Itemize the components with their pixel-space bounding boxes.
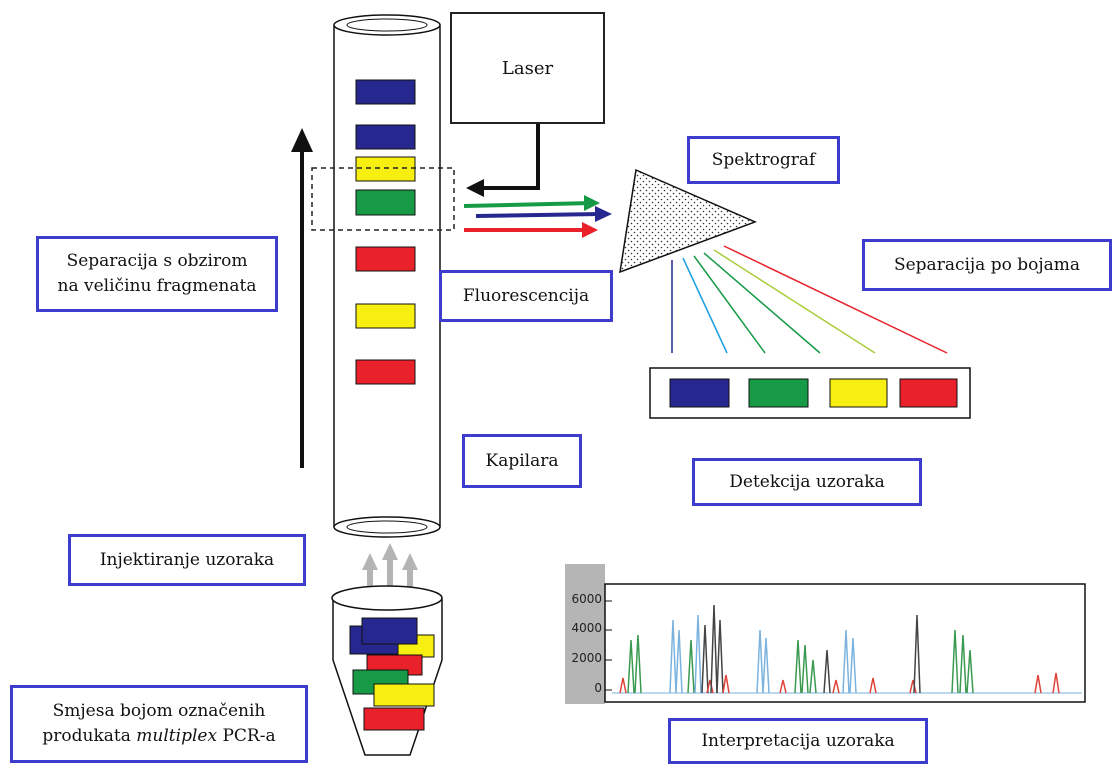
separation-arrow xyxy=(291,128,313,468)
detector-blue xyxy=(669,378,730,408)
detector-green xyxy=(748,378,809,408)
interpretacija-label: Interpretacija uzoraka xyxy=(668,718,928,764)
fluorescence-arrows xyxy=(463,195,612,238)
capillary-bands xyxy=(355,79,416,385)
injektiranje-label: Injektiranje uzoraka xyxy=(68,534,306,586)
fluorescencija-label: Fluorescencija xyxy=(439,270,613,322)
dispersion-lines xyxy=(671,245,948,354)
detector-box xyxy=(649,367,971,419)
capillary-tube xyxy=(333,14,441,538)
kapilara-label: Kapilara xyxy=(462,434,582,488)
detector-red xyxy=(899,378,958,408)
smjesa-line2: produkata multiplex PCR-a xyxy=(42,726,276,746)
separacija-po-bojama-label: Separacija po bojama xyxy=(862,239,1112,291)
spektrograf-label: Spektrograf xyxy=(687,136,840,184)
prism xyxy=(619,168,758,274)
laser-beam-arrow xyxy=(466,124,540,197)
sample-tube xyxy=(331,585,443,756)
y-tick-2000: 2000 xyxy=(571,651,602,665)
band-red xyxy=(355,359,416,385)
detector-yellow xyxy=(829,378,888,408)
y-tick-4000: 4000 xyxy=(571,621,602,635)
y-tick-0: 0 xyxy=(594,681,602,695)
laser-label: Laser xyxy=(501,57,554,79)
band-green xyxy=(355,189,416,216)
detection-window xyxy=(311,167,455,231)
band-yellow xyxy=(355,303,416,329)
band-blue xyxy=(355,79,416,105)
separacija-velicina-label: Separacija s obzirom na veličinu fragmen… xyxy=(36,236,278,312)
band-blue xyxy=(355,124,416,150)
smjesa-label: Smjesa bojom označenih produkata multipl… xyxy=(10,685,308,763)
laser-box: Laser xyxy=(450,12,605,124)
detekcija-label: Detekcija uzoraka xyxy=(692,458,922,506)
y-tick-6000: 6000 xyxy=(571,592,602,606)
band-red xyxy=(355,246,416,272)
trace-peaks xyxy=(619,604,1060,694)
band-yellow xyxy=(355,156,416,182)
electropherogram xyxy=(565,564,1086,704)
